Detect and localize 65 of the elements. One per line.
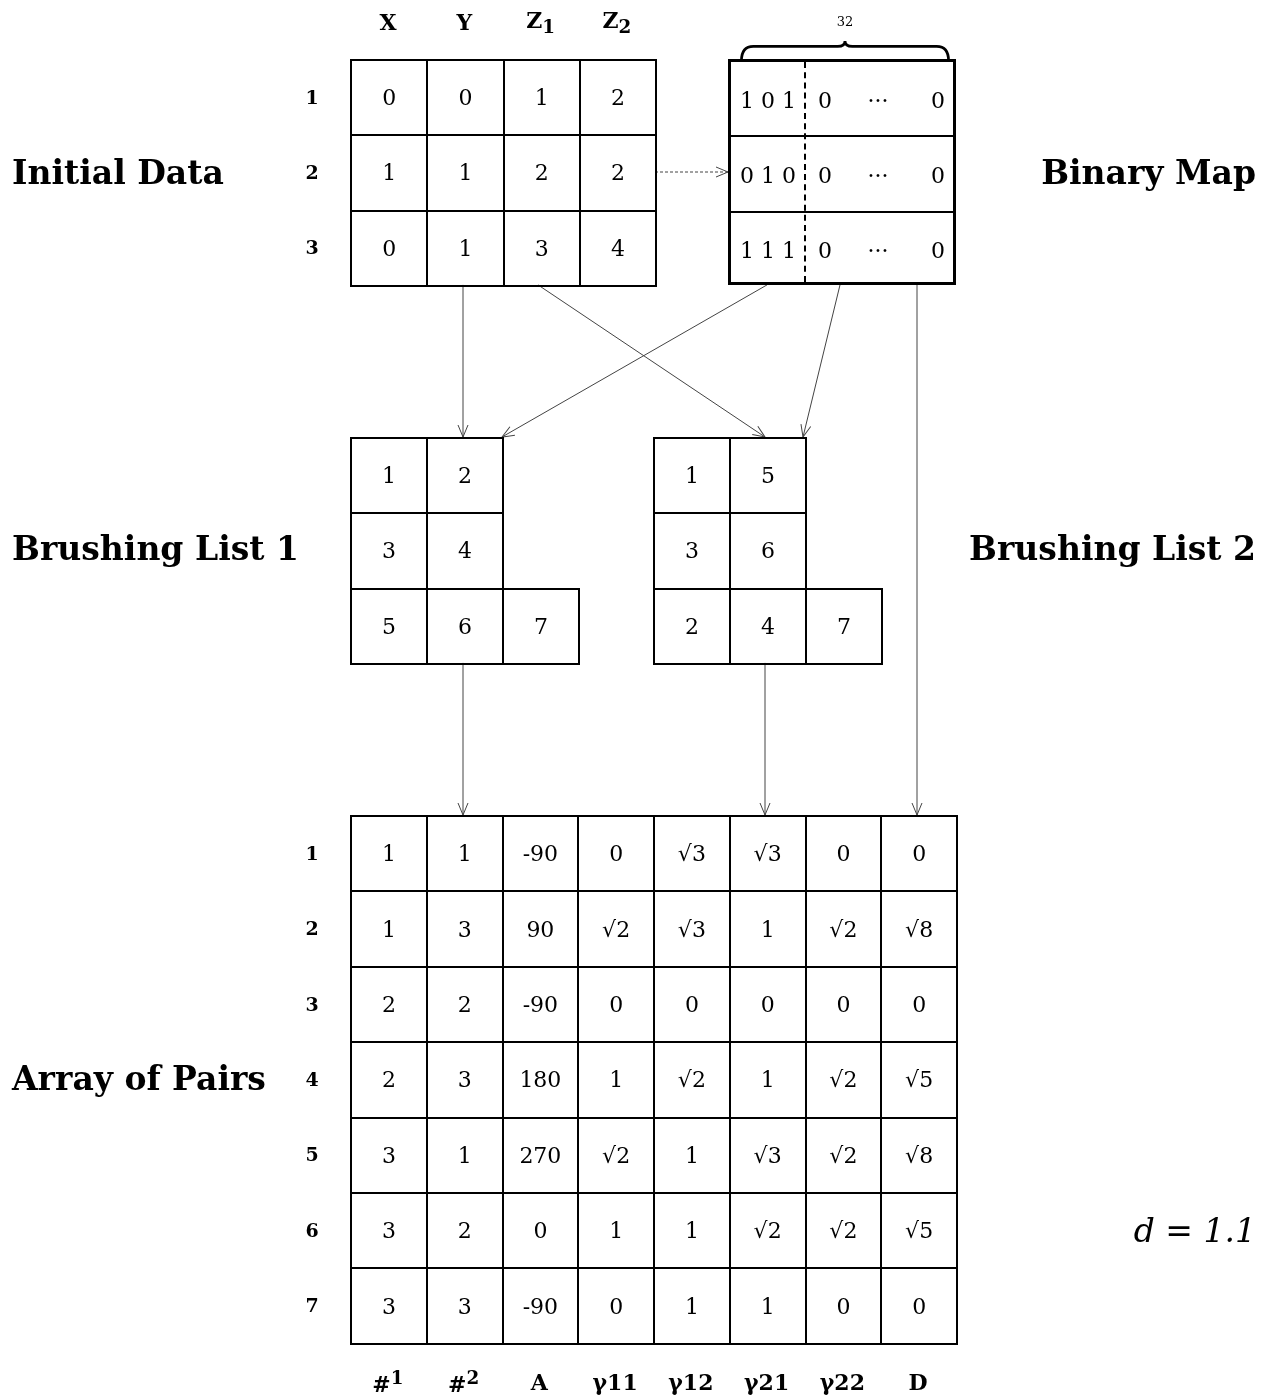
table-cell: 7 [805, 587, 883, 665]
data-table [350, 437, 578, 663]
arrow [654, 166, 729, 178]
row-number: 2 [305, 917, 319, 940]
column-header: γ12 [668, 1369, 714, 1395]
column-header: Z$_{1}$ [526, 6, 556, 38]
table-cell: 7 [502, 587, 580, 665]
cell-value: 0 [818, 87, 832, 113]
table-cell: 4 [578, 209, 657, 287]
table-cell: 2 [578, 59, 657, 137]
arrow [800, 284, 841, 438]
cell-value: 0 [818, 237, 832, 263]
table-cell: 2 [653, 587, 731, 665]
table-cell: 3 [350, 1267, 428, 1345]
row-number: 1 [305, 85, 319, 108]
column-header: Z$_{2}$ [602, 6, 632, 38]
data-table [653, 437, 881, 663]
table-title: Binary Map [1041, 152, 1256, 192]
row-number: 2 [305, 160, 319, 183]
column-header: Y [456, 9, 473, 35]
table-cell: 0 [350, 59, 429, 137]
table-cell: 1 [653, 437, 731, 515]
table-title: Array of Pairs [12, 1058, 266, 1098]
cell-value: 1 1 1 [740, 237, 796, 263]
row-number: 3 [305, 992, 319, 1015]
equation-text: d = 1.1 [1133, 1210, 1256, 1250]
arrow [457, 662, 469, 816]
row-number: 7 [305, 1294, 319, 1317]
column-header: γ11 [592, 1369, 638, 1395]
cell-value: 0 [818, 162, 832, 188]
cell-value: 0 [931, 162, 945, 188]
brace-label: 32 [836, 14, 854, 29]
arrow [911, 284, 923, 816]
row-number: 5 [305, 1143, 319, 1166]
table-cell: 5 [729, 437, 807, 515]
arrow [759, 662, 771, 816]
table-cell: 0 [880, 815, 958, 893]
cell-value: ··· [867, 162, 889, 188]
table-cell: 0 [350, 209, 429, 287]
cell-value: 0 [931, 237, 945, 263]
cell-value: 0 1 0 [740, 162, 796, 188]
table-title: Brushing List 1 [12, 528, 299, 568]
table-title: Brushing List 2 [969, 528, 1256, 568]
row-number: 3 [305, 236, 319, 259]
column-header: #$^{2}$ [448, 1366, 480, 1397]
cell-value: 0 [931, 87, 945, 113]
table-cell: 5 [350, 587, 428, 665]
row-number: 1 [305, 841, 319, 864]
table-cell: 1 [350, 437, 428, 515]
column-header: #$^{1}$ [372, 1366, 404, 1397]
cell-value: ··· [867, 87, 889, 113]
row-number: 4 [305, 1067, 319, 1090]
table-title: Initial Data [12, 152, 224, 192]
table-cell: 1 [350, 815, 428, 893]
table-cell: 0 [880, 1267, 958, 1345]
arrow [457, 284, 469, 438]
cell-value: ··· [867, 237, 889, 263]
column-header: D [908, 1369, 928, 1395]
column-header: A [530, 1369, 548, 1395]
table-cell: 2 [426, 437, 504, 515]
cell-value: 1 0 1 [740, 87, 796, 113]
column-header: γ21 [744, 1369, 790, 1395]
column-header: X [379, 9, 397, 35]
row-number: 6 [305, 1218, 319, 1241]
column-header: γ22 [819, 1369, 865, 1395]
